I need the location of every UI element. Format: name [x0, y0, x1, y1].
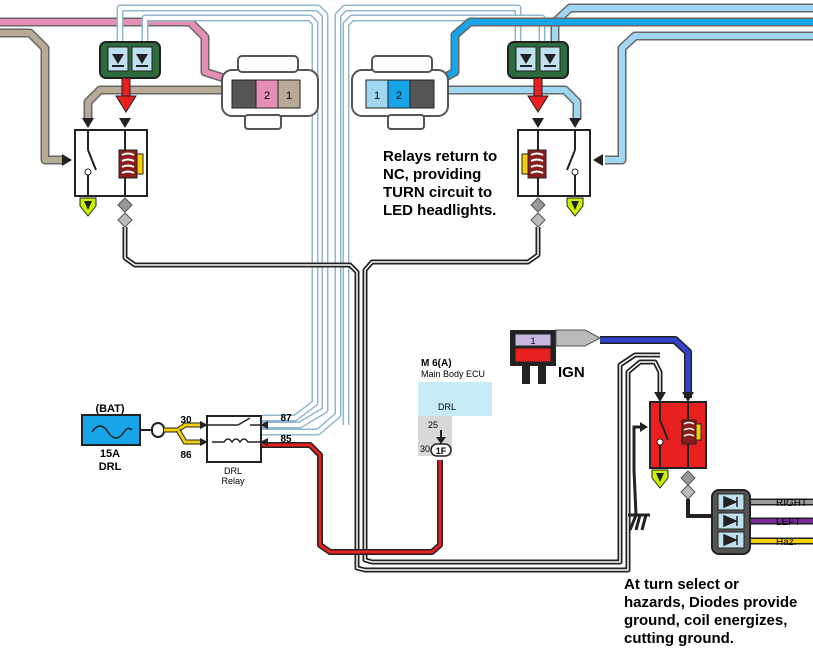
drl-relay-pin-87: 87	[280, 413, 292, 424]
drl-relay-name-line1: DRL	[224, 466, 242, 476]
drl-relay-pin-86: 86	[180, 450, 192, 461]
diode-label-left: LEFT	[776, 517, 800, 528]
tan-wire-left	[0, 28, 230, 165]
fuse-rating: 15A	[100, 448, 120, 460]
ign-wire	[600, 336, 692, 398]
fuse-header: (BAT)	[95, 403, 124, 415]
ecu-name: Main Body ECU	[421, 369, 485, 379]
red-drl-wire	[262, 442, 443, 555]
diode-pack: RIGHT LEFT Haz.	[711, 489, 813, 555]
ground-icon	[628, 425, 650, 531]
main-body-ecu: M 6(A) Main Body ECU DRL 25 30 1F	[418, 358, 492, 457]
diode-block-right	[507, 41, 569, 79]
pink-wire	[0, 17, 232, 85]
white-wires-left	[116, 4, 329, 429]
plug-connector-left: 2 1	[221, 55, 319, 130]
fuse-15a-drl: (BAT) 15A DRL	[81, 403, 200, 473]
drl-relay-pin-30: 30	[180, 415, 192, 426]
ign-label: IGN	[558, 364, 585, 381]
plug-right-pin-1: 1	[374, 90, 380, 102]
plug-connector-right: 1 2	[351, 55, 449, 130]
relay-right	[517, 118, 603, 228]
note-diodes: At turn select or hazards, Diodes provid…	[624, 576, 798, 647]
note-relays-return: Relays return to NC, providing TURN circ…	[383, 148, 498, 219]
drl-relay-name-line2: Relay	[221, 476, 245, 486]
ecu-code: M 6(A)	[421, 358, 452, 369]
relay-to-diode-wire	[686, 499, 712, 518]
ign-connector: 1 IGN	[510, 329, 602, 384]
ecu-pin-30: 30	[420, 444, 430, 454]
red-feed-right	[527, 77, 549, 113]
turn-relay	[640, 392, 707, 500]
ign-pin: 1	[530, 336, 535, 346]
drl-relay: 30 86 87 85 DRL Relay	[180, 413, 292, 486]
plug-right-pin-2: 2	[396, 90, 402, 102]
ecu-pin-25: 25	[428, 420, 438, 430]
ecu-terminal-1f: 1F	[436, 446, 447, 456]
blue-wires-right	[437, 3, 813, 165]
relay-left	[62, 118, 148, 228]
black-wires	[122, 227, 663, 573]
diode-label-right: RIGHT	[776, 498, 807, 509]
diode-label-haz: Haz.	[776, 537, 797, 548]
diode-block-left	[99, 41, 161, 79]
red-feed-left	[115, 77, 137, 113]
ecu-block-label: DRL	[438, 402, 456, 412]
plug-left-pin-2: 2	[264, 90, 270, 102]
drl-relay-pin-85: 85	[280, 434, 292, 445]
plug-left-pin-1: 1	[286, 90, 292, 102]
fuse-name: DRL	[99, 461, 122, 473]
